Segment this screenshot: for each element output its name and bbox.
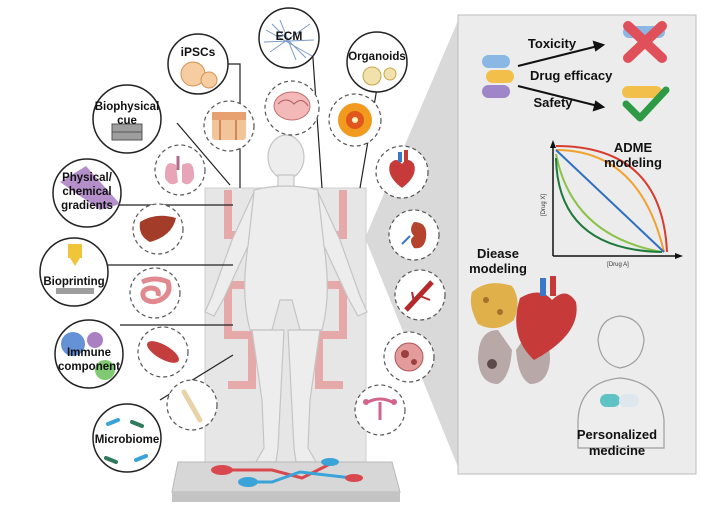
label-adme-1: ADME xyxy=(614,140,653,155)
label-disease-2: modeling xyxy=(469,261,527,276)
patient-icon xyxy=(577,315,665,449)
label-bioprinting: Bioprinting xyxy=(43,276,104,288)
kidney-icon xyxy=(401,222,427,249)
immune-cell-icon xyxy=(61,332,115,380)
chip-port-red-2 xyxy=(345,474,363,482)
label-biophysical-1: Biophysical xyxy=(95,101,160,113)
base-chip xyxy=(171,461,401,502)
label-safety: Safety xyxy=(533,95,573,110)
label-gradients-1: Physical/ xyxy=(62,172,113,184)
lung-icon xyxy=(164,156,195,185)
label-gradients-3: gradients xyxy=(61,200,113,212)
eye-icon xyxy=(338,103,372,137)
label-adme-2: modeling xyxy=(604,155,662,170)
toxicity-cross-icon xyxy=(623,21,667,63)
chip-port-red xyxy=(211,465,233,475)
x-axis-label: [Drug A] xyxy=(607,262,629,268)
fiber-icon xyxy=(263,19,315,61)
curve-green xyxy=(555,157,663,253)
lung-circle xyxy=(154,144,206,196)
tumor-icon xyxy=(394,342,424,372)
intestine-icon xyxy=(140,276,172,305)
muscle-icon xyxy=(147,341,179,363)
curve-orange xyxy=(555,149,665,253)
y-axis-label: [Drug X] xyxy=(541,194,547,216)
human-figure xyxy=(204,134,368,463)
liver-icon xyxy=(139,215,176,242)
biophysical-circle xyxy=(92,84,162,154)
brain-icon xyxy=(273,91,311,121)
arrows xyxy=(517,40,606,112)
label-disease-1: Diease xyxy=(477,246,519,261)
capsule-icon xyxy=(600,394,639,407)
pills-icon xyxy=(482,55,514,98)
chip-port-blue-2 xyxy=(321,458,339,466)
biophysical-icon xyxy=(111,123,143,141)
gradient-icon xyxy=(60,166,120,210)
label-personalized-2: medicine xyxy=(589,443,645,458)
cell-icon xyxy=(180,61,218,89)
uterus-icon xyxy=(363,397,397,420)
safety-check-icon xyxy=(622,86,670,122)
label-microbiome: Microbiome xyxy=(95,434,160,446)
curve-red xyxy=(555,145,668,253)
vessel-icon xyxy=(404,280,434,312)
organoid-icon xyxy=(362,66,397,86)
bone-icon xyxy=(181,389,203,423)
bioprinter-icon xyxy=(56,244,94,294)
label-gradients-2: chemical xyxy=(62,186,111,198)
skin-icon xyxy=(212,112,246,140)
chip-port-blue-1 xyxy=(238,477,258,487)
label-ipscs: iPSCs xyxy=(181,45,216,59)
label-ecm: ECM xyxy=(276,29,303,43)
label-drug-efficacy: Drug efficacy xyxy=(530,68,613,83)
ecm-circle xyxy=(258,7,320,69)
label-organoids: Organoids xyxy=(348,51,406,63)
curve-lime xyxy=(555,153,663,253)
disease-organs-icon xyxy=(470,276,577,384)
label-immune-2: component xyxy=(58,361,120,373)
heart-icon xyxy=(389,150,415,188)
label-personalized-1: Personalized xyxy=(577,427,657,442)
intestine-circle xyxy=(129,267,181,319)
bacteria-icon xyxy=(104,418,148,464)
label-biophysical-2: cue xyxy=(117,115,137,127)
adme-chart xyxy=(550,140,683,259)
curve-blue xyxy=(555,149,665,253)
label-toxicity: Toxicity xyxy=(528,36,577,51)
label-immune-1: Immune xyxy=(67,347,111,359)
